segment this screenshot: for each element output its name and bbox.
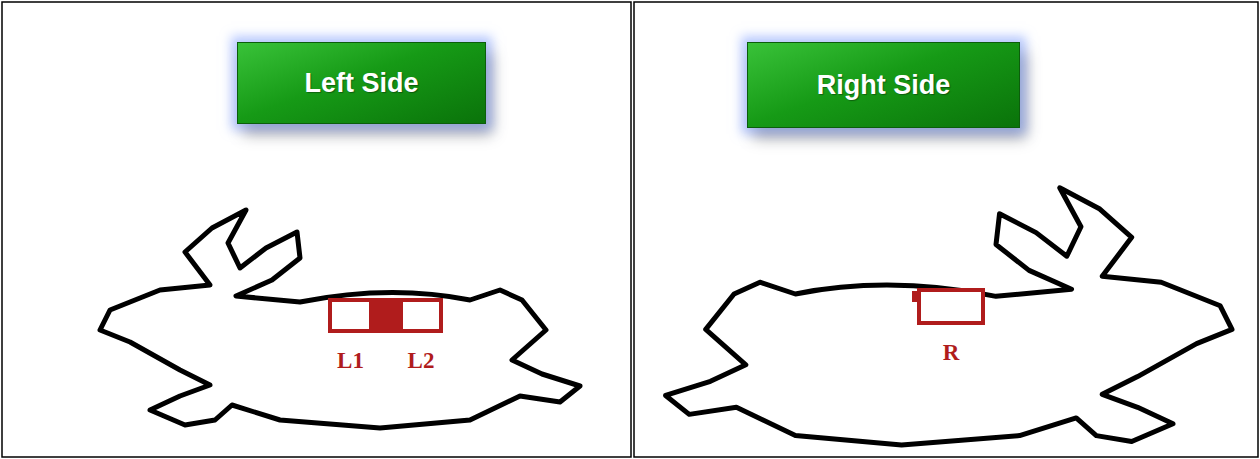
rabbit-outline (100, 210, 580, 428)
side-button: Left Side (237, 42, 486, 124)
rabbit-outline (666, 188, 1232, 445)
panel-frame (2, 2, 631, 457)
box-label: L1 (337, 349, 364, 372)
box-label: Right Side (817, 70, 951, 101)
box-label: Left Side (304, 68, 418, 99)
rabbit-outline (666, 188, 1232, 445)
box-label: L2 (408, 349, 435, 372)
sample-box: L1 (328, 298, 373, 333)
filled-segment (371, 298, 401, 333)
sample-box: R (917, 288, 985, 325)
rabbit-outline (100, 210, 580, 428)
panel-frame (634, 2, 1258, 457)
side-button: Right Side (747, 42, 1020, 128)
box-label: R (943, 341, 960, 364)
sample-box: L2 (399, 298, 443, 333)
